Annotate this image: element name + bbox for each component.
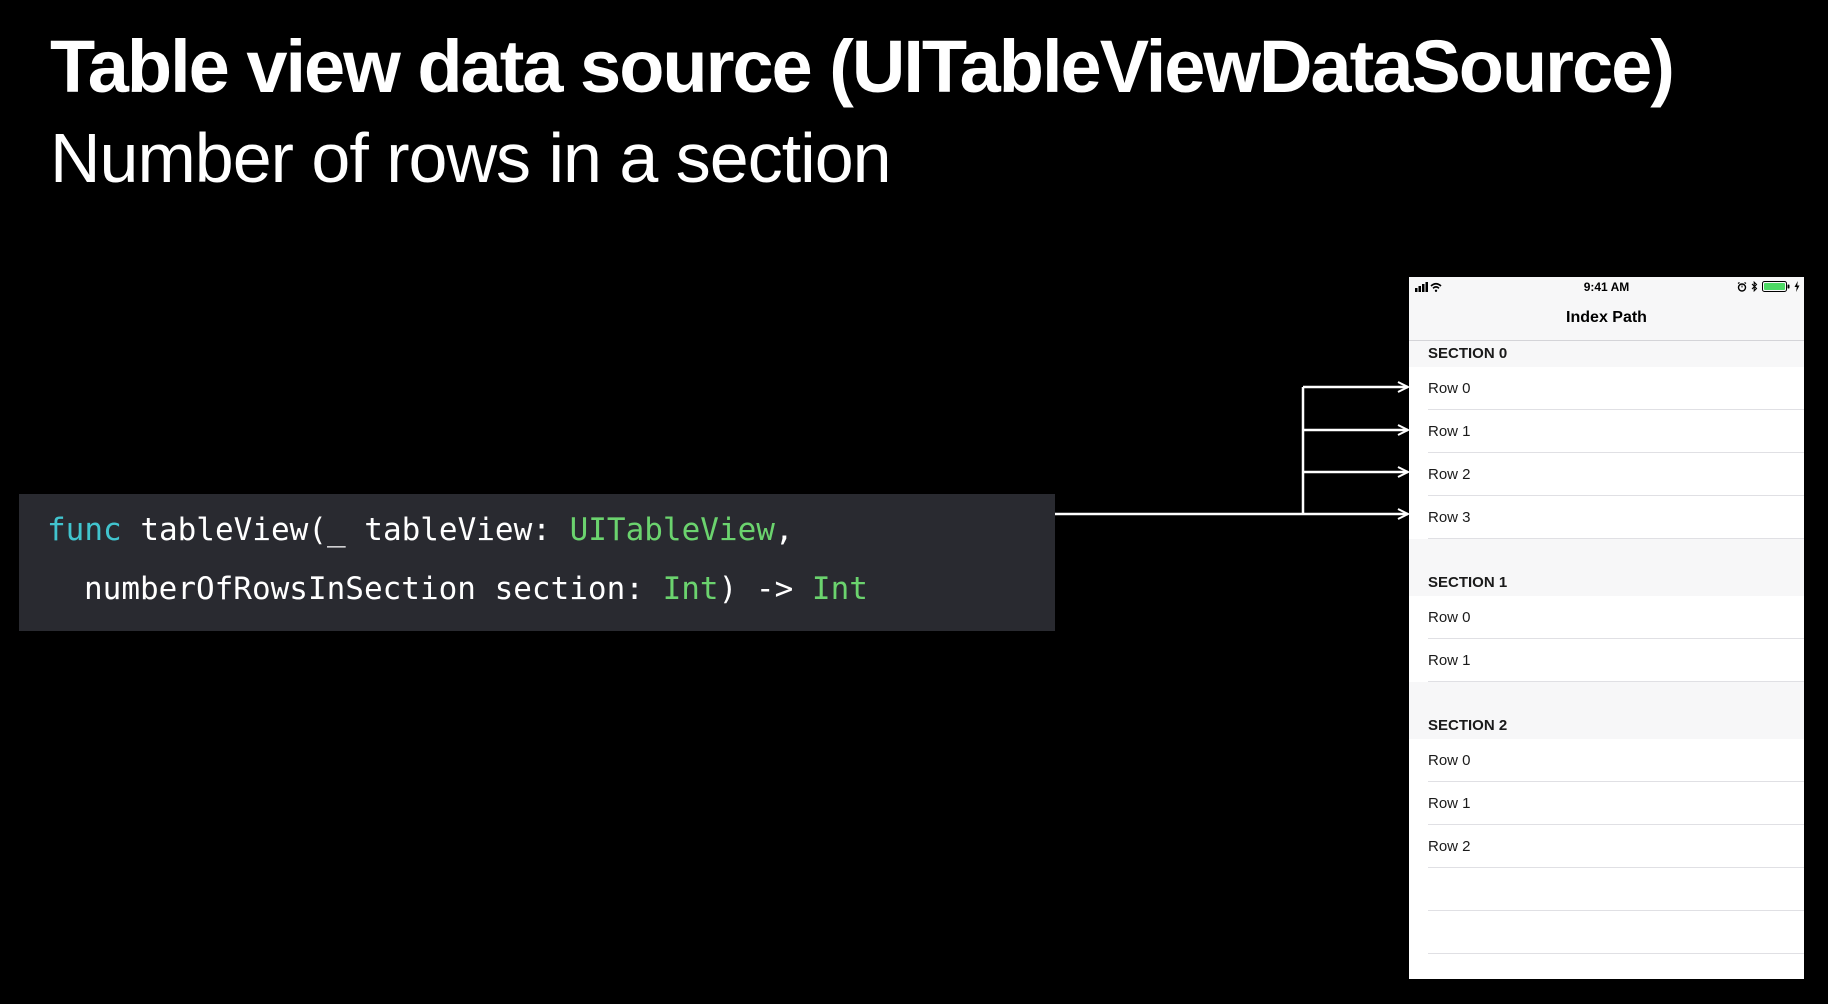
table-row[interactable]: Row 1 — [1409, 410, 1804, 453]
row-separator — [1428, 538, 1804, 539]
slide-title: Table view data source (UITableViewDataS… — [50, 25, 1675, 108]
row-label: Row 0 — [1428, 380, 1471, 397]
navigation-bar: Index Path — [1409, 297, 1804, 341]
alarm-icon — [1737, 281, 1747, 292]
section-header-2: SECTION 2 — [1428, 717, 1508, 734]
row-separator — [1428, 638, 1804, 639]
code-line-1: func tableView(_ tableView: UITableView, — [47, 515, 794, 546]
row-separator — [1428, 867, 1804, 868]
row-label: Row 3 — [1428, 509, 1471, 526]
row-separator — [1428, 495, 1804, 496]
slide-subtitle: Number of rows in a section — [50, 119, 892, 197]
code-text: numberOfRowsInSection section: — [84, 571, 663, 607]
row-separator — [1428, 409, 1804, 410]
table-row[interactable]: Row 0 — [1409, 739, 1804, 782]
code-text: ) -> — [718, 571, 812, 607]
row-label: Row 0 — [1428, 609, 1471, 626]
table-row[interactable]: Row 0 — [1409, 367, 1804, 410]
empty-row-separator — [1428, 910, 1804, 911]
empty-row-separator — [1428, 953, 1804, 954]
code-line-2: numberOfRowsInSection section: Int) -> I… — [84, 574, 868, 605]
table-row[interactable]: Row 3 — [1409, 496, 1804, 539]
code-type: UITableView — [569, 512, 775, 548]
row-separator — [1428, 781, 1804, 782]
nav-title: Index Path — [1566, 309, 1647, 326]
status-right-icons — [1737, 281, 1800, 292]
row-label: Row 0 — [1428, 752, 1471, 769]
row-label: Row 2 — [1428, 838, 1471, 855]
row-separator — [1428, 681, 1804, 682]
code-type: Int — [662, 571, 719, 607]
row-label: Row 2 — [1428, 466, 1471, 483]
code-block: func tableView(_ tableView: UITableView,… — [19, 494, 1055, 631]
table-row[interactable]: Row 1 — [1409, 782, 1804, 825]
row-label: Row 1 — [1428, 652, 1471, 669]
signal-bars-icon — [1415, 282, 1442, 292]
code-text: tableView(_ tableView: — [121, 512, 570, 548]
wifi-icon — [1430, 282, 1442, 292]
table-row[interactable]: Row 2 — [1409, 453, 1804, 496]
empty-table-area — [1409, 868, 1804, 979]
bluetooth-icon — [1751, 281, 1758, 292]
row-separator — [1428, 824, 1804, 825]
status-bar: 9:41 AM — [1409, 277, 1804, 297]
section-header-0: SECTION 0 — [1428, 345, 1508, 362]
table-row[interactable]: Row 1 — [1409, 639, 1804, 682]
row-label: Row 1 — [1428, 795, 1471, 812]
code-keyword: func — [47, 512, 122, 548]
row-label: Row 1 — [1428, 423, 1471, 440]
table-row[interactable]: Row 0 — [1409, 596, 1804, 639]
charging-bolt-icon — [1794, 281, 1800, 292]
table-row[interactable]: Row 2 — [1409, 825, 1804, 868]
code-text: , — [774, 512, 794, 548]
status-time: 9:41 AM — [1583, 280, 1630, 294]
code-type: Int — [811, 571, 868, 607]
row-separator — [1428, 452, 1804, 453]
section-header-1: SECTION 1 — [1428, 574, 1508, 591]
battery-icon — [1762, 281, 1790, 292]
